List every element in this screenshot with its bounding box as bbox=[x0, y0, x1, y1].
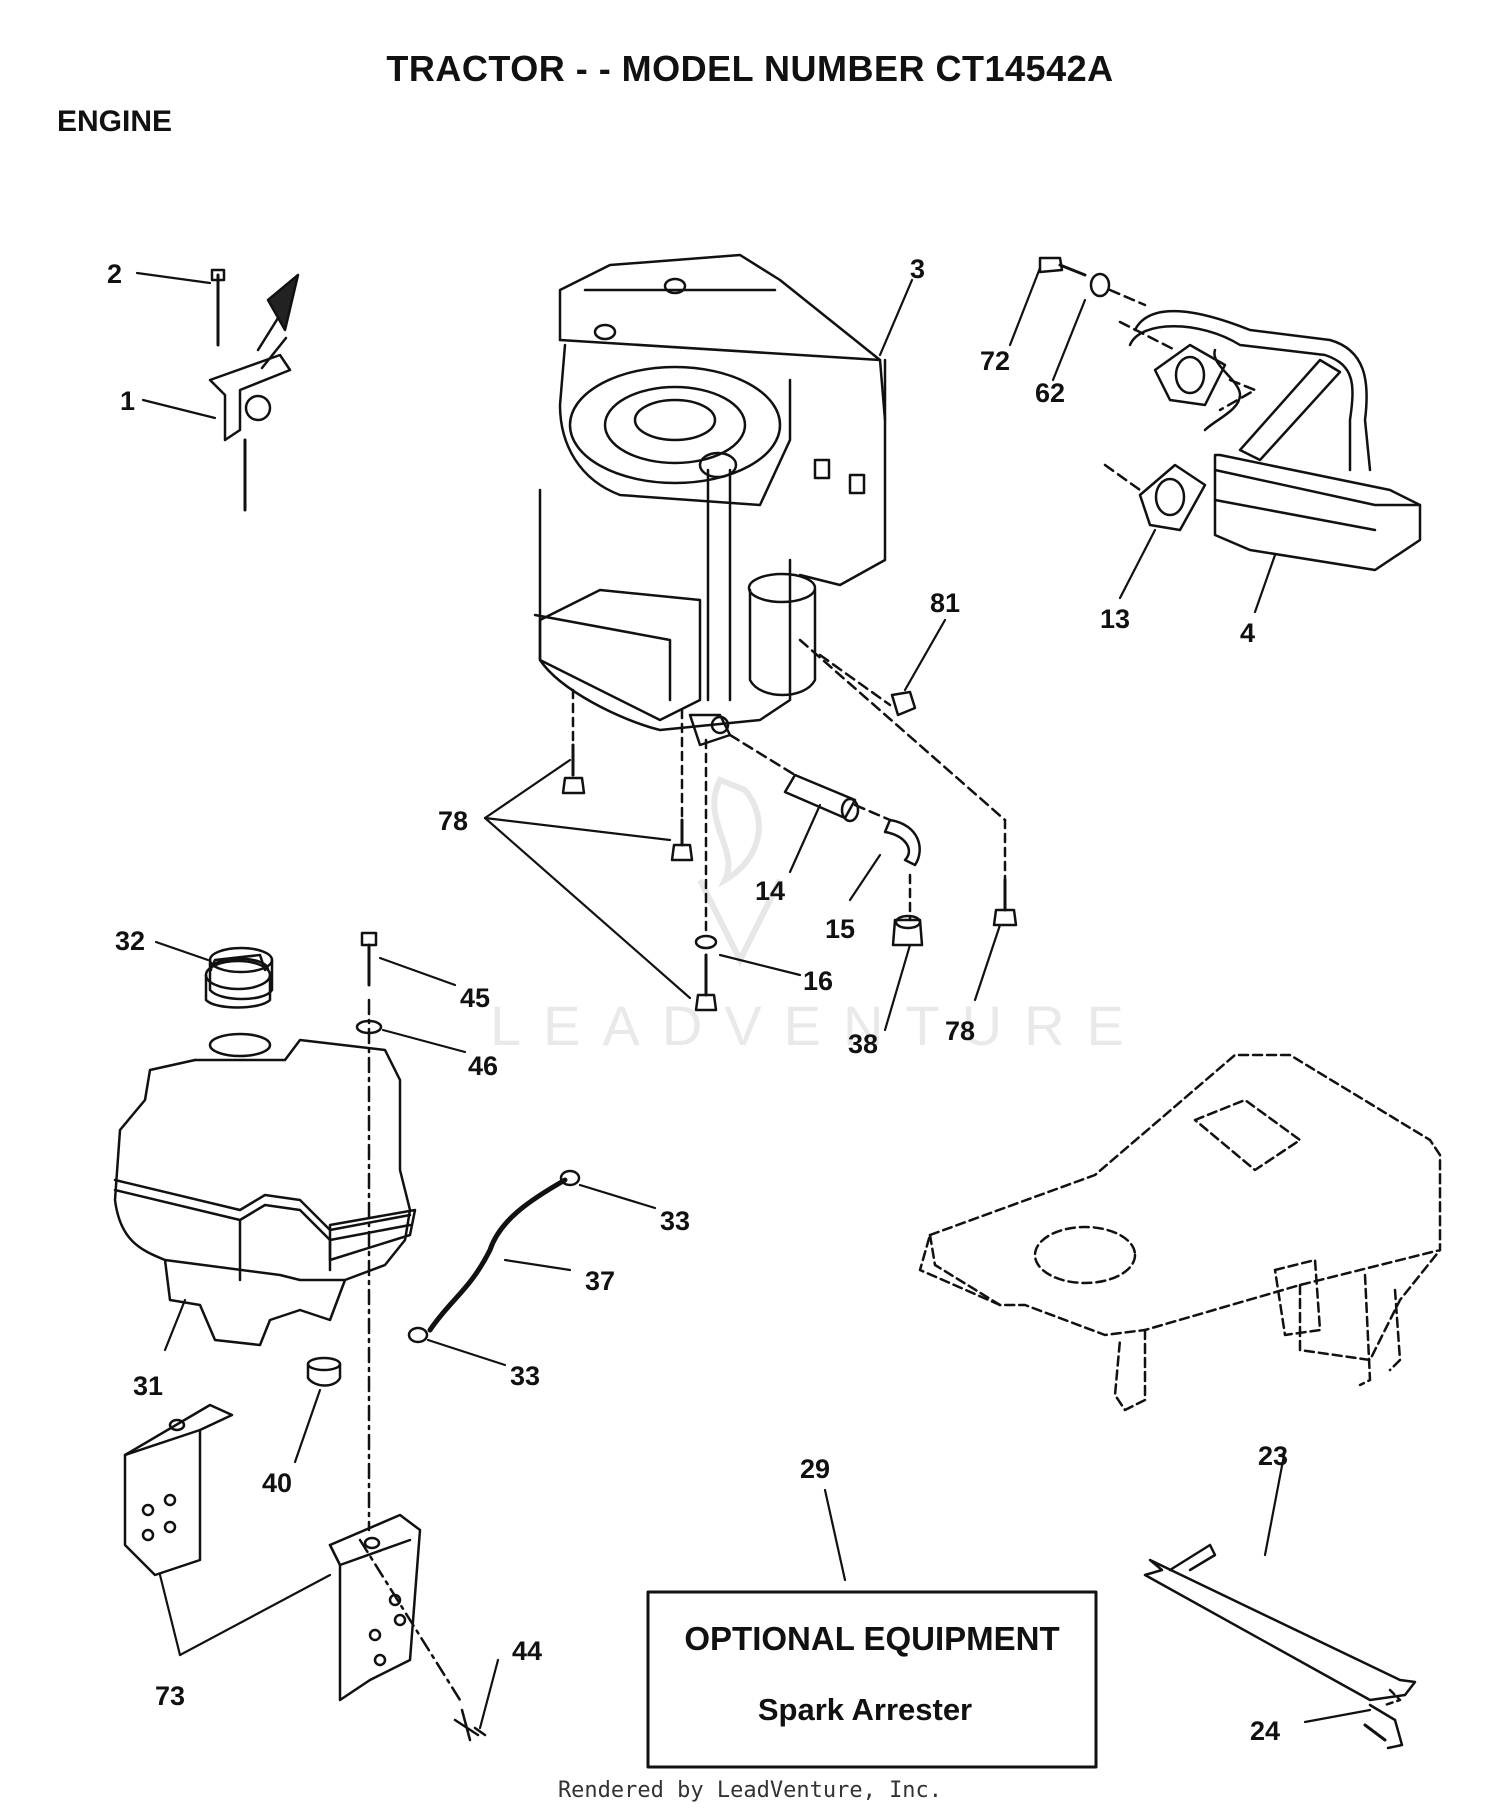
section-title: ENGINE bbox=[57, 105, 173, 138]
optional-equipment-box bbox=[646, 1590, 1098, 1769]
callout-16: 16 bbox=[803, 966, 833, 996]
tractor-frame-part bbox=[918, 1053, 1442, 1412]
callout-23: 23 bbox=[1258, 1441, 1288, 1471]
callout-14: 14 bbox=[755, 876, 785, 906]
callout-33-top: 33 bbox=[660, 1206, 690, 1236]
mounting-hardware-part bbox=[561, 638, 1018, 1012]
optional-equipment-title: OPTIONAL EQUIPMENT bbox=[684, 1620, 1059, 1657]
callout-29: 29 bbox=[800, 1454, 830, 1484]
callout-37: 37 bbox=[585, 1266, 615, 1296]
spark-arrester-part bbox=[1143, 1543, 1417, 1750]
callout-72: 72 bbox=[980, 346, 1010, 376]
callout-3: 3 bbox=[910, 254, 925, 284]
drain-hose-part bbox=[728, 733, 924, 947]
leader-lines bbox=[135, 266, 1372, 1730]
callout-2: 2 bbox=[107, 259, 122, 289]
callout-62: 62 bbox=[1035, 378, 1065, 408]
callout-31: 31 bbox=[133, 1371, 163, 1401]
callout-78-left: 78 bbox=[438, 806, 468, 836]
fuel-line-part bbox=[306, 1169, 581, 1387]
muffler-part bbox=[1038, 256, 1422, 572]
fuel-tank-part bbox=[113, 946, 417, 1347]
watermark-text: LEADVENTURE bbox=[490, 994, 1146, 1057]
optional-equipment-subtitle: Spark Arrester bbox=[758, 1692, 972, 1727]
callout-32: 32 bbox=[115, 926, 145, 956]
tank-bracket-part bbox=[123, 1403, 487, 1742]
footer-credit: Rendered by LeadVenture, Inc. bbox=[557, 1778, 943, 1803]
callout-15: 15 bbox=[825, 914, 855, 944]
callout-labels: 2 1 3 72 62 13 4 81 78 14 15 16 38 78 32… bbox=[107, 254, 1288, 1746]
tank-screw-part bbox=[355, 931, 462, 1702]
callout-45: 45 bbox=[460, 983, 490, 1013]
callout-4: 4 bbox=[1240, 618, 1255, 648]
engine-part bbox=[533, 253, 887, 747]
callout-73: 73 bbox=[155, 1681, 185, 1711]
callout-46: 46 bbox=[468, 1051, 498, 1081]
callout-44: 44 bbox=[512, 1636, 542, 1666]
page-title: TRACTOR - - MODEL NUMBER CT14542A bbox=[386, 48, 1114, 89]
watermark-logo bbox=[697, 776, 783, 967]
callout-13: 13 bbox=[1100, 604, 1130, 634]
callout-38: 38 bbox=[848, 1029, 878, 1059]
callout-33-bottom: 33 bbox=[510, 1361, 540, 1391]
callout-81: 81 bbox=[930, 588, 960, 618]
callout-40: 40 bbox=[262, 1468, 292, 1498]
throttle-control-part bbox=[208, 268, 300, 512]
callout-78-right: 78 bbox=[945, 1016, 975, 1046]
callout-1: 1 bbox=[120, 386, 135, 416]
callout-24: 24 bbox=[1250, 1716, 1280, 1746]
